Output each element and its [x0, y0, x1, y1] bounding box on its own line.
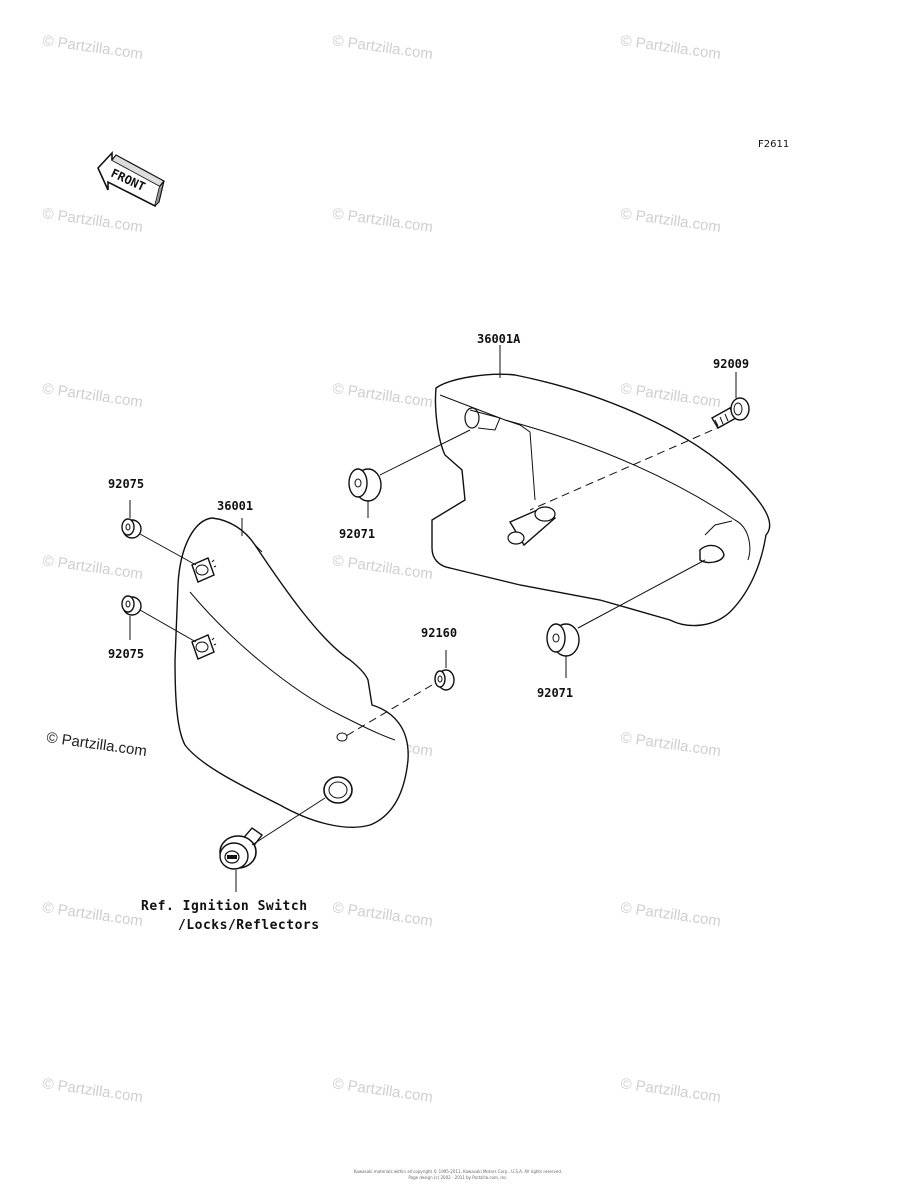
part-label-92071-upper: 92071 [339, 527, 375, 541]
watermark: © Partzilla.com [331, 380, 433, 411]
grommet-upper-part [348, 468, 382, 502]
watermark: © Partzilla.com [41, 380, 143, 411]
watermark: © Partzilla.com [331, 552, 433, 583]
watermark: © Partzilla.com [41, 32, 143, 63]
damper-upper-part [121, 518, 142, 539]
watermark: © Partzilla.com [41, 205, 143, 236]
watermark: © Partzilla.com [619, 899, 721, 930]
copyright-line-2: Page design (c) 2002 - 2011 by Partzilla… [408, 1175, 507, 1180]
watermark: © Partzilla.com [619, 32, 721, 63]
damper-lower-part [121, 595, 142, 616]
leader-lines [129, 345, 737, 892]
part-label-92071-lower: 92071 [537, 686, 573, 700]
front-arrow-icon: FRONT [97, 150, 165, 208]
part-label-36001: 36001 [217, 499, 253, 513]
watermark-dark: © Partzilla.com [45, 729, 147, 760]
watermark: © Partzilla.com [41, 1075, 143, 1106]
part-label-36001a: 36001A [477, 332, 521, 346]
part-label-92009: 92009 [713, 357, 749, 371]
watermark: © Partzilla.com [619, 205, 721, 236]
grommet-lower-part [546, 623, 580, 657]
side-cover-left [174, 517, 409, 828]
damper-small-part [434, 669, 455, 691]
watermark: © Partzilla.com [331, 899, 433, 930]
watermark: © Partzilla.com [41, 899, 143, 930]
watermark: © Partzilla.com [331, 1075, 433, 1106]
reference-line-2: /Locks/Reflectors [178, 918, 320, 933]
watermark: © Partzilla.com [41, 552, 143, 583]
watermark: © Partzilla.com [619, 380, 721, 411]
part-label-92075-upper: 92075 [108, 477, 144, 491]
figure-id: F2611 [758, 139, 789, 150]
side-cover-right [431, 373, 771, 627]
watermark: © Partzilla.com [619, 729, 721, 760]
bolt-part [711, 397, 750, 429]
watermark: © Partzilla.com [331, 32, 433, 63]
part-label-92160: 92160 [421, 626, 457, 640]
copyright-line-1: Kawasaki materials within all copyright … [354, 1169, 562, 1174]
watermark: © Partzilla.com [619, 1075, 721, 1106]
reference-line-1: Ref. Ignition Switch [141, 899, 308, 914]
ignition-lock-icon [219, 827, 264, 870]
watermark: © Partzilla.com [331, 205, 433, 236]
part-label-92075-lower: 92075 [108, 647, 144, 661]
